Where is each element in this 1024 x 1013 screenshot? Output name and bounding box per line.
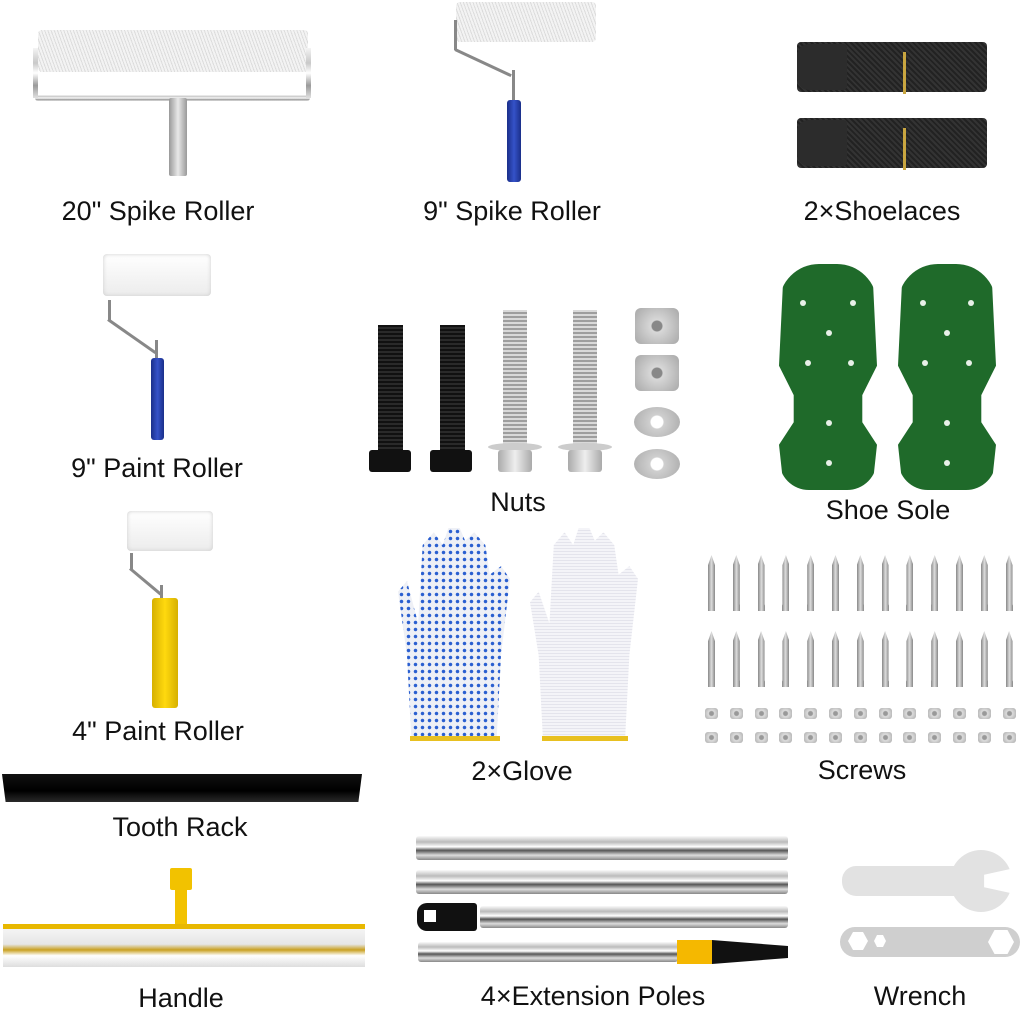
screw-icon — [856, 555, 864, 611]
tiny-nut-icon — [729, 732, 743, 743]
spike-roller-9-label: 9" Spike Roller — [423, 196, 601, 226]
tiny-nut-icon — [878, 732, 892, 743]
screw-icon — [708, 631, 715, 687]
screw-icon — [881, 555, 889, 611]
wrench-label: Wrench — [873, 981, 967, 1011]
tiny-nut-icon — [853, 732, 867, 743]
screw-icon — [708, 555, 715, 611]
screw-icon — [956, 631, 963, 687]
tiny-nut-icon — [1002, 708, 1016, 719]
tiny-nut-icon — [903, 708, 917, 719]
screw-icon — [881, 631, 889, 687]
tiny-nut-icon — [729, 708, 743, 719]
tiny-nut-icon — [903, 732, 917, 743]
screw-icon — [782, 631, 790, 687]
tiny-nut-icon — [804, 708, 818, 719]
screws-label: Screws — [817, 755, 907, 785]
screw-icon — [906, 555, 914, 611]
screw-icon — [757, 631, 765, 687]
shoelaces-label: 2×Shoelaces — [803, 196, 961, 226]
tooth-rack-image — [2, 774, 362, 802]
spike-roller-20-label: 20" Spike Roller — [61, 196, 255, 226]
screw-icon — [931, 631, 939, 687]
tiny-nut-icon — [829, 732, 842, 743]
screw-icon — [931, 555, 939, 611]
tiny-nut-icon — [779, 732, 793, 743]
glove-label: 2×Glove — [471, 756, 573, 786]
screw-icon — [1005, 631, 1013, 687]
screw-icon — [956, 555, 963, 611]
tiny-nut-icon — [829, 708, 842, 719]
tiny-nut-icon — [977, 708, 991, 719]
tiny-nut-icon — [953, 732, 966, 743]
screw-icon — [906, 631, 914, 687]
screw-icon — [832, 555, 839, 611]
shoe-sole-label: Shoe Sole — [825, 495, 951, 525]
tiny-nut-icon — [928, 708, 942, 719]
screw-icon — [832, 631, 839, 687]
screw-icon — [1005, 555, 1013, 611]
tiny-nut-icon — [705, 732, 718, 743]
extension-poles-label: 4×Extension Poles — [480, 981, 706, 1011]
handle-label: Handle — [138, 983, 224, 1013]
tiny-nut-icon — [878, 708, 892, 719]
screw-icon — [732, 555, 740, 611]
screw-icon — [856, 631, 864, 687]
screw-icon — [757, 555, 765, 611]
screw-icon — [782, 555, 790, 611]
tiny-nut-icon — [928, 732, 942, 743]
tooth-rack-label: Tooth Rack — [112, 812, 248, 842]
tiny-nut-icon — [779, 708, 793, 719]
tiny-nut-icon — [1002, 732, 1016, 743]
tiny-nut-icon — [804, 732, 818, 743]
screw-icon — [807, 555, 815, 611]
tiny-nut-icon — [754, 708, 768, 719]
tiny-nut-icon — [705, 708, 718, 719]
paint-roller-4-label: 4" Paint Roller — [72, 716, 244, 746]
nuts-label: Nuts — [490, 487, 546, 517]
tiny-nut-icon — [953, 708, 966, 719]
tiny-nut-icon — [853, 708, 867, 719]
tiny-nut-icon — [754, 732, 768, 743]
screw-icon — [732, 631, 740, 687]
screw-icon — [807, 631, 815, 687]
tiny-nut-icon — [977, 732, 991, 743]
paint-roller-9-label: 9" Paint Roller — [71, 453, 243, 483]
screw-icon — [980, 631, 988, 687]
screw-icon — [980, 555, 988, 611]
